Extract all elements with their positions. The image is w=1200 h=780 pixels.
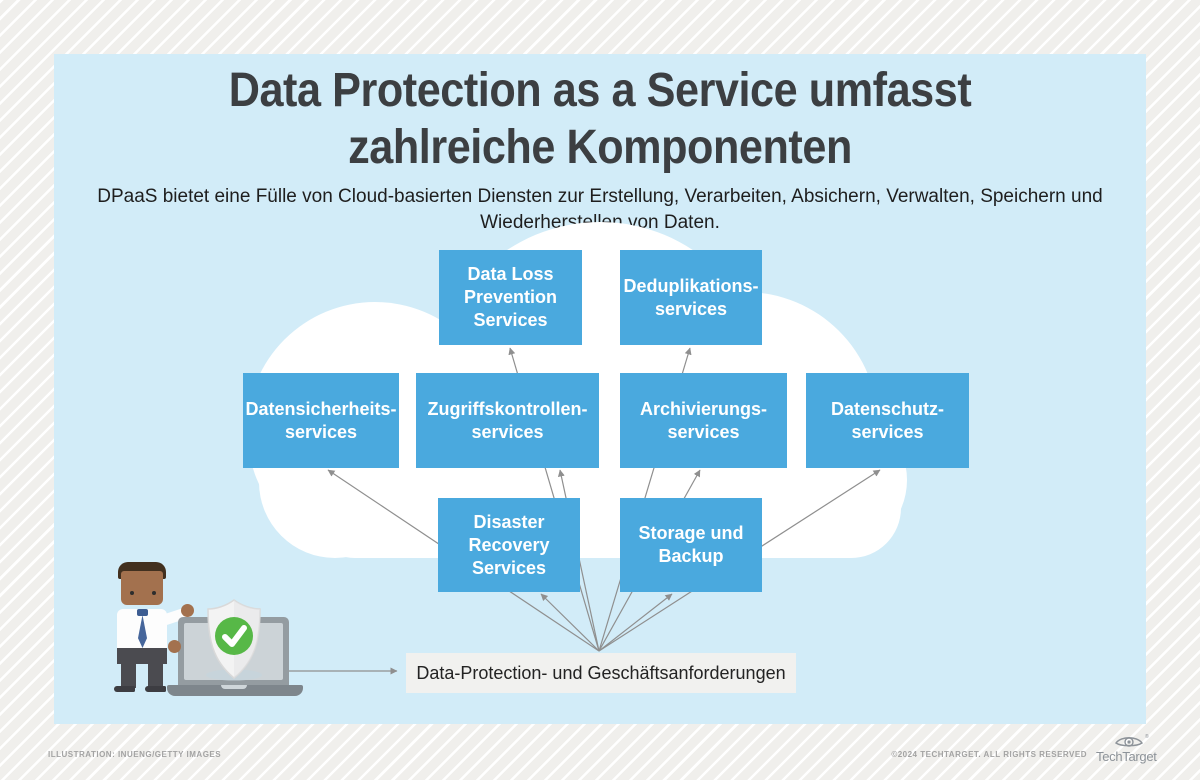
service-label-line: Backup: [658, 546, 724, 566]
service-box-data-loss-prevention: Data Loss Prevention Services: [439, 250, 582, 345]
person-hand: [168, 640, 181, 653]
service-label-line: Datenschutz-: [830, 398, 944, 419]
title-line-2: zahlreiche Komponenten: [348, 121, 852, 174]
service-label-line: Datensicherheits-: [245, 398, 397, 419]
service-label-line: services: [667, 421, 740, 442]
laptop-touchpad-notch: [221, 685, 247, 689]
person-shoe: [114, 686, 135, 692]
service-label-line: Services: [473, 310, 548, 330]
person-pants: [117, 648, 167, 664]
copyright-text: ©2024 TECHTARGET. ALL RIGHTS RESERVED: [891, 750, 1087, 759]
service-box-disaster-recovery: Disaster Recovery Services: [438, 498, 580, 592]
shield-check-icon: [206, 599, 262, 681]
service-label-line: services: [284, 421, 358, 442]
service-box-zugriffskontrollen: Zugriffskontrollen- services: [416, 373, 599, 468]
service-label-line: Deduplikations-: [623, 275, 759, 296]
person-tie: [137, 609, 148, 616]
person-shoe: [145, 686, 166, 692]
subtitle-line-1: DPaaS bietet eine Fülle von Cloud-basier…: [97, 186, 1103, 207]
subtitle: DPaaS bietet eine Fülle von Cloud-basier…: [54, 184, 1146, 236]
person-tie: [138, 615, 147, 648]
service-label-line: services: [654, 298, 728, 319]
person-leg: [148, 662, 163, 688]
service-label-line: Zugriffskontrollen-: [427, 398, 588, 419]
service-label-line: Storage und: [638, 523, 744, 543]
requirements-label: Data-Protection- und Geschäftsanforderun…: [416, 662, 786, 683]
service-label-line: Data Loss: [467, 264, 554, 284]
techtarget-logo-text: TechTarget: [1096, 749, 1157, 764]
service-box-storage-backup: Storage und Backup: [620, 498, 762, 592]
service-box-deduplikation: Deduplikations- services: [620, 250, 762, 345]
person-eye: [130, 591, 134, 595]
person-leg: [121, 662, 136, 688]
illustration-credit: ILLUSTRATION: INUENG/GETTY IMAGES: [48, 750, 222, 759]
person-hand: [181, 604, 194, 617]
laptop-base: [167, 685, 303, 696]
service-box-datensicherheit: Datensicherheits- services: [243, 373, 399, 468]
techtarget-eye-icon: ®: [1115, 733, 1149, 747]
person-face: [121, 571, 163, 605]
service-label-line: Prevention: [463, 287, 558, 307]
service-label-line: Disaster: [473, 511, 545, 532]
requirements-box: Data-Protection- und Geschäftsanforderun…: [406, 653, 796, 693]
svg-text:®: ®: [1145, 733, 1149, 740]
person-eye: [152, 591, 156, 595]
service-box-datenschutz: Datenschutz- services: [806, 373, 969, 468]
title-line-1: Data Protection as a Service umfasst: [228, 64, 972, 117]
service-label-line: services: [471, 421, 544, 442]
service-label-line: Recovery: [468, 534, 550, 555]
service-label-line: Services: [471, 557, 547, 578]
service-label-line: Archivierungs-: [639, 398, 768, 419]
service-box-archivierung: Archivierungs- services: [620, 373, 787, 468]
service-label-line: services: [851, 421, 924, 442]
